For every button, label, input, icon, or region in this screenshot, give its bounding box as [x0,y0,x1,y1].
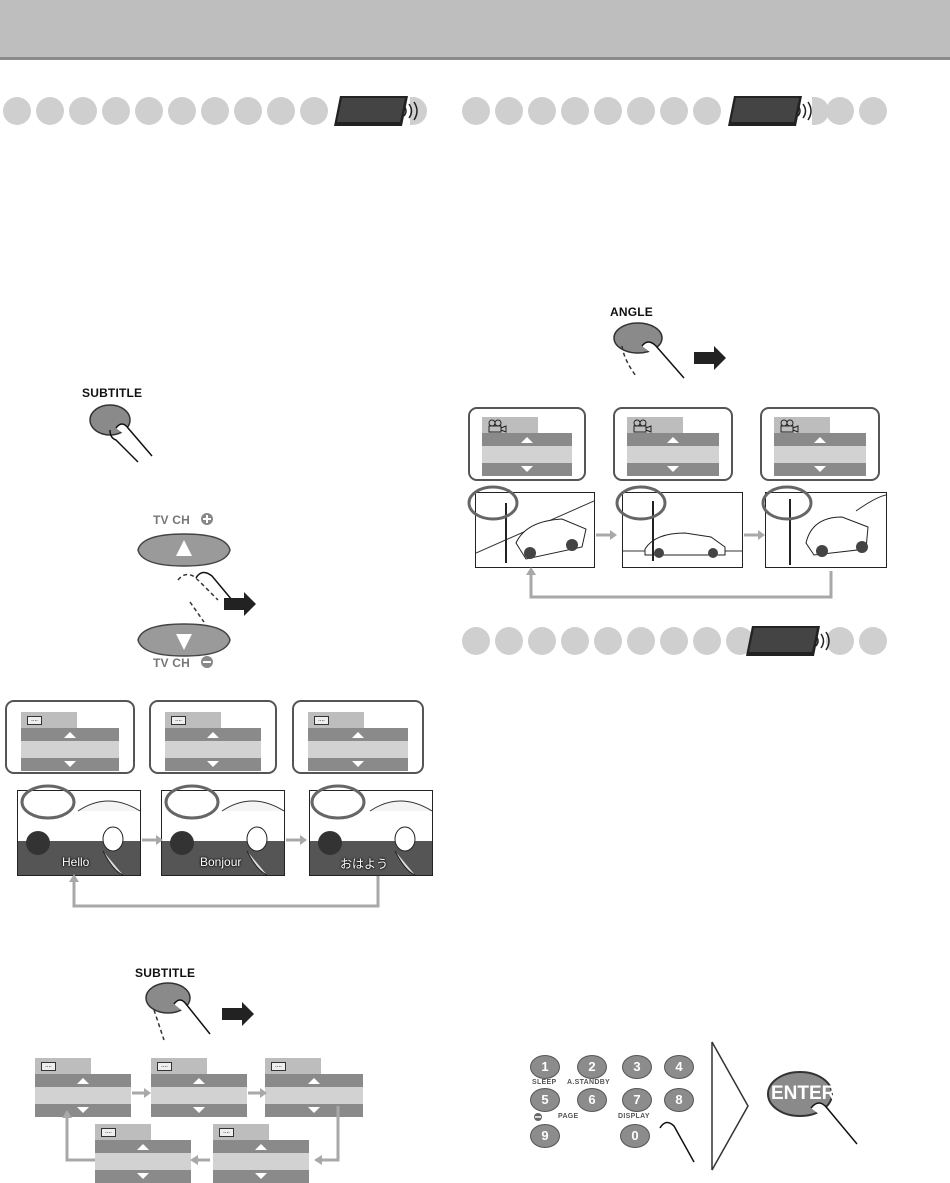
page-label: PAGE [558,1113,579,1120]
subtitle-text: Hello [62,855,90,869]
angle-scene-2 [622,492,743,568]
subtitle-button-label: SUBTITLE [135,966,196,980]
subtitle-osd: .... [213,1124,309,1183]
tvch-up-button[interactable] [132,530,236,570]
key-7[interactable]: 7 [622,1088,652,1112]
plus-icon [201,513,213,525]
key-8[interactable]: 8 [664,1088,694,1112]
header-band [0,0,950,57]
camera-icon [488,419,507,433]
angle-scene-3 [765,492,887,568]
camera-icon [780,419,799,433]
header-divider [0,57,950,60]
subtitle-press-icon[interactable] [144,980,264,1050]
finger-press-icon [177,571,256,623]
angle-menu-popup [613,407,733,481]
angle-scene-1 [475,492,595,568]
angle-menu-popup [468,407,586,481]
angle-menu-popup [760,407,880,481]
remote-badge-icon [334,96,418,126]
tvch-down-button[interactable] [132,620,236,660]
subtitle-menu-popup: .... [149,700,277,774]
subtitle-osd: .... [151,1058,247,1117]
finger-press-icon [659,1121,695,1163]
tvch-plus-label: TV CH [153,513,190,527]
key-6[interactable]: 6 [577,1088,607,1112]
subtitle-osd: .... [265,1058,363,1117]
then-arrow-icon [711,1041,749,1171]
subtitle-osd: .... [95,1124,191,1183]
angle-press-icon[interactable] [608,320,738,384]
key-4[interactable]: 4 [664,1055,694,1079]
minus-icon [534,1113,542,1121]
tvch-minus-label: TV CH [153,656,190,670]
remote-badge-icon [746,626,830,656]
display-label: DISPLAY [618,1113,650,1120]
sleep-label: SLEEP [532,1079,557,1086]
subtitle-press-icon[interactable] [88,402,168,464]
subtitle-button-label: SUBTITLE [82,386,143,400]
osd-highlight-rings [20,784,366,820]
key-0[interactable]: 0 [620,1124,650,1148]
enter-button[interactable] [765,1068,865,1150]
angle-button-label: ANGLE [610,305,653,319]
subtitle-cycle-arrows [69,835,380,908]
key-9[interactable]: 9 [530,1124,560,1148]
enter-button-label: ENTER [771,1083,836,1104]
subtitle-osd-cycle-arrows [62,1088,340,1165]
subtitle-menu-popup: .... [5,700,135,774]
subtitle-scene-3: おはよう [309,790,433,876]
key-1[interactable]: 1 [530,1055,560,1079]
angle-cycle-arrows [467,485,833,599]
remote-badge-icon [728,96,812,126]
subtitle-scene-1: Hello [17,790,141,876]
subtitle-text: Bonjour [200,855,242,869]
subtitle-osd: .... [35,1058,131,1117]
subtitle-menu-popup: .... [292,700,424,774]
minus-icon [201,656,213,668]
astandby-label: A.STANDBY [567,1079,611,1086]
subtitle-scene-2: Bonjour [161,790,285,876]
key-3[interactable]: 3 [622,1055,652,1079]
subtitle-text: おはよう [340,857,389,871]
camera-icon [633,419,652,433]
key-5[interactable]: 5 [530,1088,560,1112]
key-2[interactable]: 2 [577,1055,607,1079]
